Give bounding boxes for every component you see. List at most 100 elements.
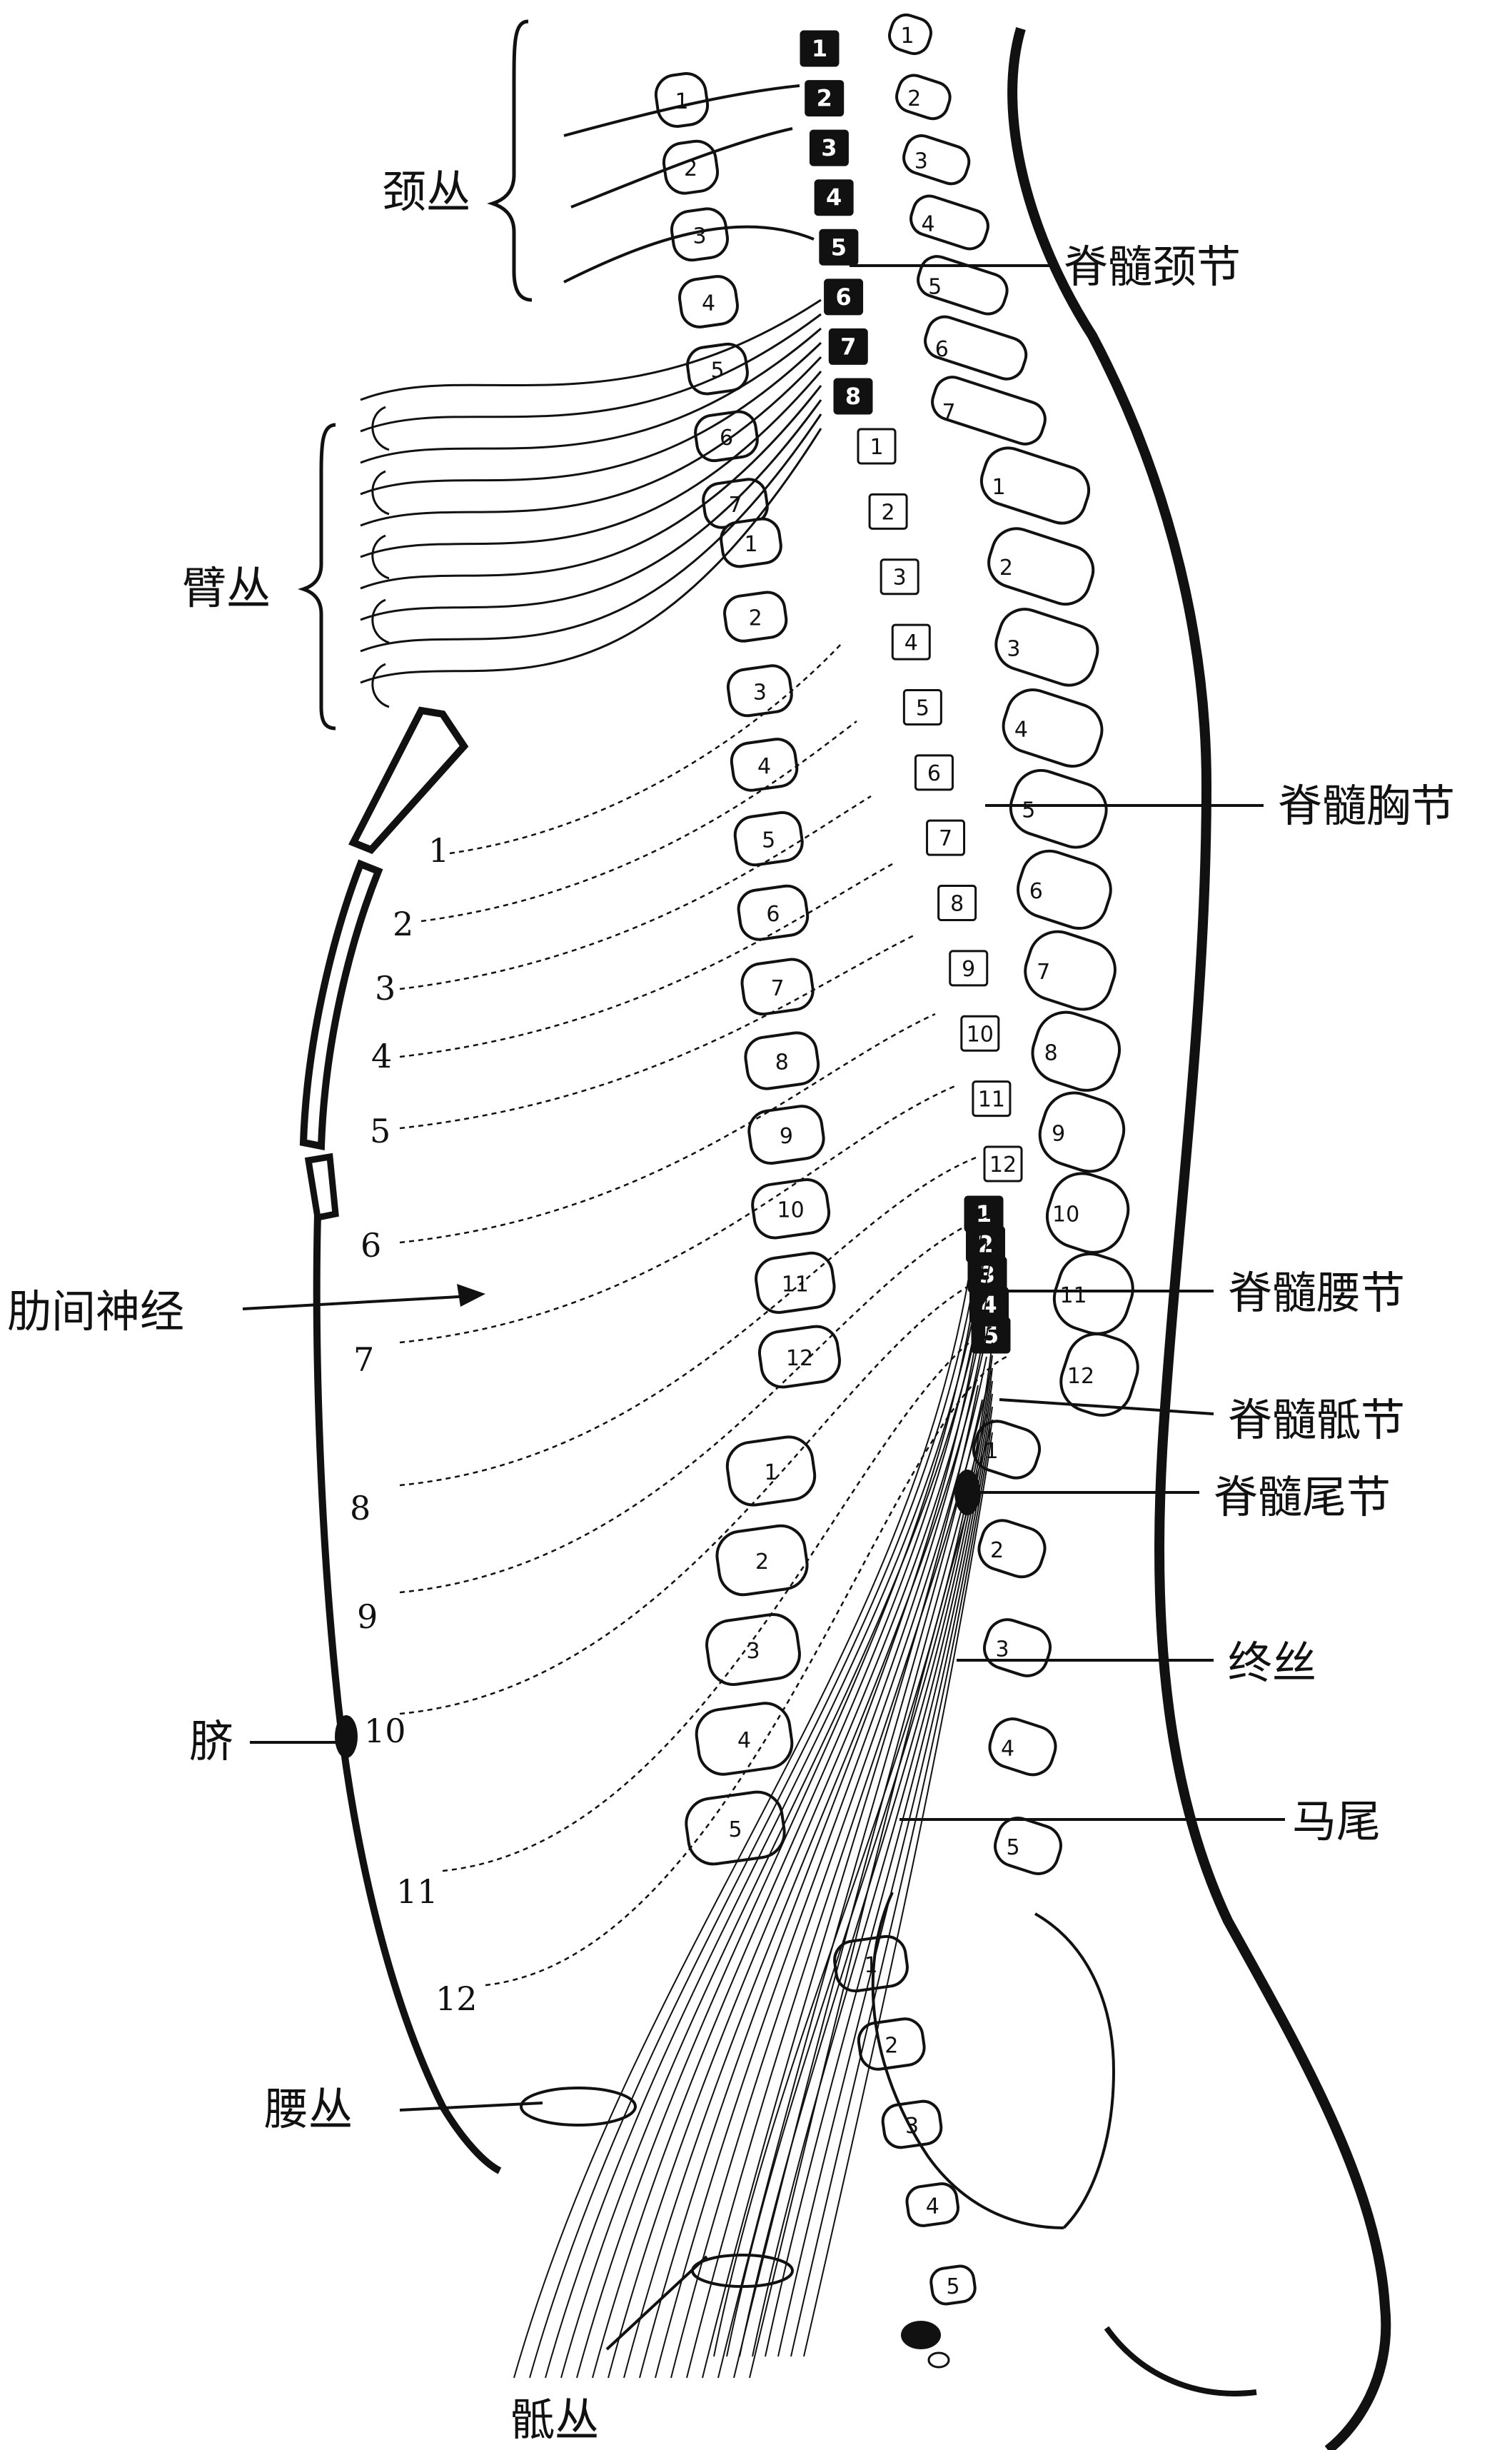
label-intercostal-nerves: 肋间神经 — [7, 1285, 184, 1337]
intercostal-number: 6 — [361, 1226, 381, 1265]
front-cervical-body-number: 3 — [914, 149, 928, 174]
front-cervical-body-number: 6 — [935, 337, 949, 362]
label-umbilicus: 脐 — [189, 1715, 233, 1767]
lumbar-vertebra-number: 1 — [764, 1460, 777, 1485]
nerve-line — [400, 1271, 999, 1714]
cervical-vertebra-number: 4 — [702, 291, 715, 316]
thoracic-vertebra-number: 9 — [780, 1124, 793, 1149]
cord-thoracic-segment-number: 4 — [904, 631, 918, 656]
thoracic-vertebra-number: 3 — [753, 680, 767, 705]
brachial-plexus-brace — [303, 425, 336, 728]
front-cervical-body-number: 1 — [900, 24, 914, 49]
cord-thoracic-segment-number: 5 — [916, 696, 929, 721]
label-coccygeal-segment: 脊髓尾节 — [1214, 1471, 1391, 1523]
front-lumbar-body — [984, 1714, 1061, 1780]
thoracic-vertebra-number: 6 — [766, 902, 780, 927]
cord-thoracic-segment-number: 7 — [939, 826, 952, 851]
nerve-line — [400, 935, 914, 1128]
front-lumbar-body — [990, 1813, 1067, 1879]
sacral-vertebra-number: 5 — [946, 2274, 959, 2299]
cord-cervical-segment-number: 7 — [840, 333, 856, 360]
thoracic-vertebra-number: 8 — [775, 1050, 789, 1075]
label-sacral-segments: 脊髓骶节 — [1228, 1394, 1405, 1446]
intercostal-number: 5 — [370, 1112, 390, 1150]
cervical-vertebra-number: 1 — [675, 89, 688, 114]
label-lumbar-plexus: 腰丛 — [264, 2083, 353, 2135]
front-cervical-body — [907, 192, 992, 253]
coccygeal-segment-mark — [954, 1470, 980, 1515]
cord-thoracic-segment-number: 3 — [893, 566, 907, 591]
cord-lumbar-segment-number: 1 — [976, 1200, 992, 1227]
cord-cervical-segment-number: 6 — [835, 283, 851, 311]
front-cervical-body — [892, 71, 954, 123]
front-lumbar-body-number: 5 — [1006, 1835, 1019, 1860]
front-thoracic-body — [997, 683, 1109, 773]
front-thoracic-body — [1032, 1085, 1132, 1179]
nerve-line — [400, 1214, 992, 1592]
front-thoracic-body-number: 11 — [1059, 1283, 1087, 1308]
cord-thoracic-segment-number: 6 — [927, 761, 941, 786]
label-lumbar-segments: 脊髓腰节 — [1228, 1267, 1405, 1319]
thoracic-vertebra-number: 5 — [762, 828, 775, 853]
cord-cervical-segment-number: 3 — [821, 134, 837, 161]
cord-cervical-segment-number: 8 — [845, 383, 861, 410]
label-brachial-plexus: 臂丛 — [182, 562, 271, 614]
intercostal-number: 2 — [393, 905, 413, 943]
front-lumbar-group: 12345 — [968, 1416, 1066, 1879]
front-thoracic-body — [1018, 924, 1122, 1017]
cervical-vertebra-number: 3 — [692, 224, 706, 248]
plexus-loop — [373, 600, 389, 643]
thoracic-vertebra-number: 7 — [771, 976, 785, 1001]
cord-cervical-segment-number: 2 — [817, 85, 832, 112]
front-thoracic-body — [1011, 844, 1118, 935]
nerve-line — [400, 864, 892, 1057]
intercostal-number: 11 — [396, 1872, 438, 1911]
front-lumbar-body — [974, 1515, 1050, 1582]
cord-thoracic-segment-number: 1 — [870, 435, 883, 460]
cord-thoracic-segment-number: 10 — [967, 1022, 994, 1047]
nerve-line — [400, 1085, 957, 1342]
umbilicus-mark — [335, 1715, 358, 1758]
thoracic-vertebra-number: 2 — [749, 606, 762, 631]
thoracic-vertebra-number: 1 — [744, 532, 757, 557]
front-cervical-body — [899, 131, 973, 188]
cord-cervical-segment-number: 1 — [812, 35, 827, 62]
label-cauda-equina: 马尾 — [1292, 1795, 1381, 1847]
sacral-vertebra-number: 3 — [905, 2114, 919, 2139]
front-thoracic-body-number: 6 — [1029, 879, 1043, 904]
intercostal-number: 12 — [435, 1979, 478, 2018]
lumbar-vertebra-number: 5 — [728, 1817, 742, 1842]
intercostal-number: 8 — [350, 1489, 371, 1527]
sacral-vertebra-number: 2 — [884, 2034, 898, 2059]
front-thoracic-body — [1025, 1005, 1127, 1098]
nerve-line — [361, 314, 821, 431]
thoracic-vertebra-number: 10 — [777, 1198, 805, 1223]
front-thoracic-body-number: 8 — [1044, 1040, 1058, 1065]
nerve-line — [443, 1321, 1003, 1871]
cord-thoracic-segment-number: 11 — [978, 1088, 1005, 1113]
plexus-loop — [373, 664, 389, 707]
coccyx — [901, 2321, 949, 2367]
front-thoracic-body-number: 10 — [1052, 1203, 1079, 1227]
intercostal-number: 7 — [353, 1340, 374, 1379]
nerve-line — [778, 1407, 992, 2356]
lumbar-vertebra-number: 4 — [737, 1728, 751, 1753]
cord-thoracic-segment-number: 12 — [989, 1153, 1017, 1178]
front-lumbar-body-number: 3 — [995, 1637, 1009, 1662]
intercostal-number: 1 — [428, 831, 449, 870]
intercostal-numbers: 1 2 3 4 5 6 7 8 9 10 11 12 — [350, 831, 478, 2018]
label-cervical-segments: 脊髓颈节 — [1064, 241, 1241, 293]
nerve-line — [687, 1371, 991, 2378]
front-thoracic-body-number: 5 — [1022, 798, 1035, 823]
thoracic-vertebra-number: 11 — [782, 1272, 809, 1297]
front-thoracic-body-number: 12 — [1067, 1364, 1094, 1389]
front-thoracic-body-number: 1 — [992, 475, 1005, 500]
front-thoracic-body-number: 4 — [1014, 718, 1028, 743]
thoracic-vertebra-number: 4 — [757, 754, 771, 779]
front-lumbar-body — [979, 1615, 1056, 1681]
front-thoracic-body-number: 9 — [1052, 1121, 1065, 1146]
cord-cervical-segment-number: 5 — [831, 234, 847, 261]
label-sacral-plexus: 骶丛 — [510, 2394, 599, 2446]
